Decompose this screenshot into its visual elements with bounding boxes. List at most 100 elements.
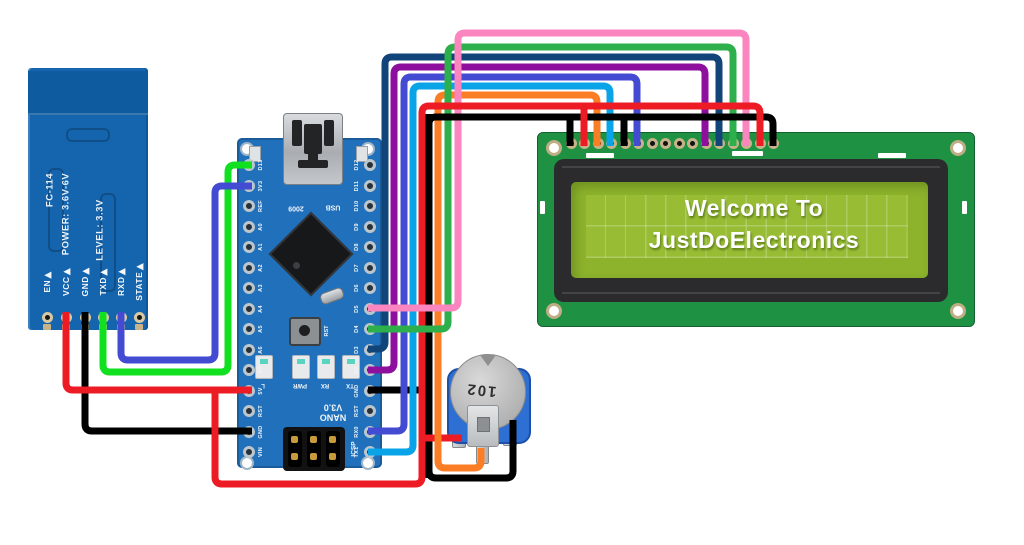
potentiometer-wiper-contact <box>467 405 499 447</box>
nano-pin-a1-l <box>243 241 255 253</box>
mini-usb-connector <box>283 113 343 185</box>
lcd-pin-6 <box>633 137 645 149</box>
nano-pin-ref-l <box>243 200 255 212</box>
nano-pin-label-d5: D5 <box>354 304 360 313</box>
crystal-oscillator <box>318 286 346 306</box>
bt-pin-hole-en <box>42 312 53 323</box>
lcd-mount-hole <box>546 140 562 156</box>
bt-trace <box>66 128 110 142</box>
nano-pin-d10-r <box>364 200 376 212</box>
nano-pin-5v-l <box>243 384 255 397</box>
nano-pin-d4-r <box>364 323 376 335</box>
bt-pin-pad-txd <box>99 324 107 330</box>
bluetooth-module: FC-114 POWER: 3.6V-6V LEVEL: 3.3V EN▶VCC… <box>28 68 148 330</box>
bt-pin-label-en: EN▶ <box>42 269 52 293</box>
lcd-text-line1: Welcome To <box>684 195 824 221</box>
lcd-solder-pad <box>962 201 967 214</box>
bt-pin-hole-rxd <box>116 312 127 323</box>
lcd-pin-9 <box>673 137 685 149</box>
nano-pin-label-d11: D11 <box>354 180 360 191</box>
nano-pin-label-a5: A5 <box>258 325 264 333</box>
bt-pin-hole-gnd <box>80 312 91 323</box>
chip-dot <box>293 262 300 269</box>
nano-pin-label-a2: A2 <box>258 263 264 272</box>
nano-pin-d11-r <box>364 179 376 192</box>
lcd-pin-3 <box>592 137 604 149</box>
nano-pin-3v3-l <box>243 179 255 192</box>
nano-pin-label-d2: D2 <box>354 366 360 374</box>
nano-pin-d12-r <box>364 159 376 171</box>
nano-pin-label-gnd: GND <box>354 383 360 398</box>
nano-pin-gnd-r <box>364 384 376 397</box>
nano-pin-label-5v: 5V <box>258 386 264 395</box>
lcd-pin-7 <box>646 137 658 149</box>
lcd-solder-pad <box>586 153 614 158</box>
lcd-solder-pad <box>540 201 545 214</box>
lcd-pin-1 <box>565 137 577 149</box>
nano-pin-d3-r <box>364 343 376 356</box>
nano-pin-a7-l <box>243 364 255 376</box>
nano-pin-label-vin: VIN <box>258 446 264 458</box>
nano-pin-label-d7: D7 <box>354 263 360 272</box>
bt-pin-pad-state <box>135 324 143 330</box>
atmega328-chip <box>268 211 354 297</box>
nano-pin-a5-l <box>243 323 255 335</box>
bt-pin-pad-en <box>43 324 51 330</box>
nano-pin-d6-r <box>364 282 376 294</box>
lcd-pin-13 <box>727 137 739 149</box>
potentiometer-marking: 102 <box>464 379 498 401</box>
icsp-header <box>283 427 345 471</box>
nano-pin-tx1-r <box>364 446 376 458</box>
nano-pin-label-a7: A7 <box>258 366 264 374</box>
nano-led-rx <box>317 355 335 379</box>
nano-pin-label-d10: D10 <box>354 200 360 212</box>
bt-power-label: POWER: 3.6V-6V <box>60 172 72 256</box>
bt-pin-label-state: STATE▶ <box>134 261 144 301</box>
nano-pin-label-a4: A4 <box>258 304 264 313</box>
reset-button <box>289 317 321 346</box>
nano-pin-d8-r <box>364 241 376 253</box>
nano-pin-d7-r <box>364 261 376 274</box>
nano-pin-label-d13: D13 <box>258 159 264 171</box>
bt-pin-label-vcc: VCC▶ <box>61 266 71 296</box>
silk-usb: USB <box>325 203 341 211</box>
nano-led-label: TX <box>346 382 354 388</box>
nano-pin-label-a1: A1 <box>258 243 264 251</box>
lcd-solder-pad <box>878 153 906 158</box>
nano-pin-a2-l <box>243 261 255 274</box>
nano-pin-label-rst: RST <box>258 405 264 417</box>
nano-pin-d2-r <box>364 364 376 376</box>
lcd-pin-4 <box>606 137 618 149</box>
nano-pin-label-d4: D4 <box>354 325 360 333</box>
lcd-screen: Welcome To JustDoElectronics <box>571 182 928 278</box>
bt-pin-hole-state <box>134 312 145 323</box>
nano-pin-gnd-l <box>243 425 255 438</box>
lcd-pin-15 <box>754 137 766 149</box>
lcd-text-line2: JustDoElectronics <box>648 227 860 253</box>
lcd-pin-5 <box>619 137 631 149</box>
lcd-pin-10 <box>687 137 699 149</box>
nano-pin-d13-l <box>243 159 255 171</box>
lcd-mount-hole <box>950 140 966 156</box>
nano-pin-label-d12: D12 <box>354 159 360 171</box>
bt-pin-label-gnd: GND▶ <box>80 265 90 297</box>
nano-pin-label-ref: REF <box>258 200 264 212</box>
nano-pin-label-a3: A3 <box>258 284 264 292</box>
lcd-pin-2 <box>579 137 591 149</box>
lcd-pin-16 <box>768 137 780 149</box>
silk-year: 2009 <box>288 204 304 212</box>
nano-pin-a3-l <box>243 282 255 294</box>
silk-rst: RST <box>324 325 330 337</box>
bt-pin-pad-rxd <box>117 324 125 330</box>
nano-pin-label-3v3: 3V3 <box>258 180 264 191</box>
nano-mount-hole <box>361 456 375 470</box>
nano-pin-label-rx0: RX0 <box>354 425 360 438</box>
nano-pin-label-tx1: TX1 <box>354 446 360 458</box>
nano-pin-label-a6: A6 <box>258 345 264 354</box>
bt-pin-label-rxd: RXD▶ <box>116 266 126 296</box>
nano-pin-rst-l <box>243 405 255 417</box>
nano-pin-rst-r <box>364 405 376 417</box>
